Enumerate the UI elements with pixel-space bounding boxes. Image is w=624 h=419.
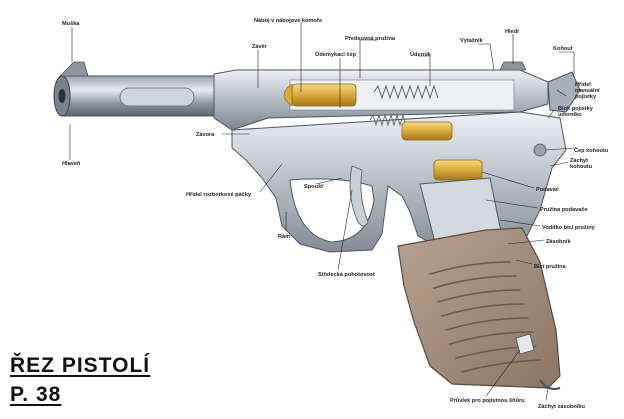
label-vytaznik: Výtažník	[460, 38, 484, 44]
front-sight	[59, 61, 89, 77]
label-zaver: Závěr	[252, 44, 268, 50]
label-prorvek: Průvlek pro pojistnou šňůru	[450, 397, 525, 404]
label-pruzina-podavace: Pružina podavače	[540, 207, 588, 213]
page-title: ŘEZ PISTOLÍ	[10, 354, 151, 377]
lanyard-loop	[515, 333, 535, 355]
label-ram: Rám	[278, 234, 290, 240]
label-bici-pruzina: Bicí pružina	[534, 264, 567, 270]
magazine-cartridge-1	[401, 121, 453, 141]
label-podavac: Podavač	[536, 187, 559, 193]
label-udernik: Úderník	[410, 51, 432, 58]
label-cep-kohoutu: Čep kohoutu	[574, 147, 609, 154]
label-zachyt-zasobniku: Záchyt zásobníku	[538, 404, 586, 410]
chambered-cartridge	[291, 83, 357, 107]
label-kohout: Kohout	[553, 46, 573, 52]
label-spoust: Spoušť	[304, 184, 324, 190]
label-odemykaci: Odemykací čep	[315, 52, 357, 58]
page-subtitle: P. 38	[10, 383, 62, 406]
label-voditko: Vodítko bicí pružiny	[542, 225, 596, 231]
recoil-spring	[369, 113, 407, 127]
label-naboj: Náboj v nábojové komoře	[254, 18, 322, 24]
label-hledi: Hledí	[505, 29, 519, 35]
rear-sight	[499, 61, 527, 71]
label-strelecka: Střelecká pohotovost	[318, 272, 375, 278]
firing-pin-spring	[373, 84, 439, 100]
label-hridel-pojistky: Hřídel manuální pojistky	[575, 82, 601, 100]
label-zavora: Závora	[196, 132, 215, 138]
leader-lines	[69, 22, 575, 401]
label-hridel-rozborkove: Hřídel rozborkové páčky	[186, 192, 252, 198]
label-blok-pojistky: Blok pojistky úderníku	[558, 106, 594, 118]
label-muska: Muška	[62, 21, 80, 27]
magazine-catch	[539, 379, 561, 390]
grip-grooves	[429, 261, 541, 373]
label-zachyt-kohoutu: Záchyt kohoutu	[570, 158, 593, 170]
magazine-cartridge-2	[433, 159, 483, 181]
label-predsuvna: Předsuvná pružina	[345, 36, 396, 42]
label-hlaven: Hlaveň	[62, 161, 81, 167]
hammer	[547, 71, 581, 113]
label-zasobnik: Zásobník	[546, 239, 571, 245]
labels: Muška Náboj v nábojové komoře Závěr Před…	[62, 18, 609, 410]
pistol-cutaway-icon	[53, 61, 581, 390]
